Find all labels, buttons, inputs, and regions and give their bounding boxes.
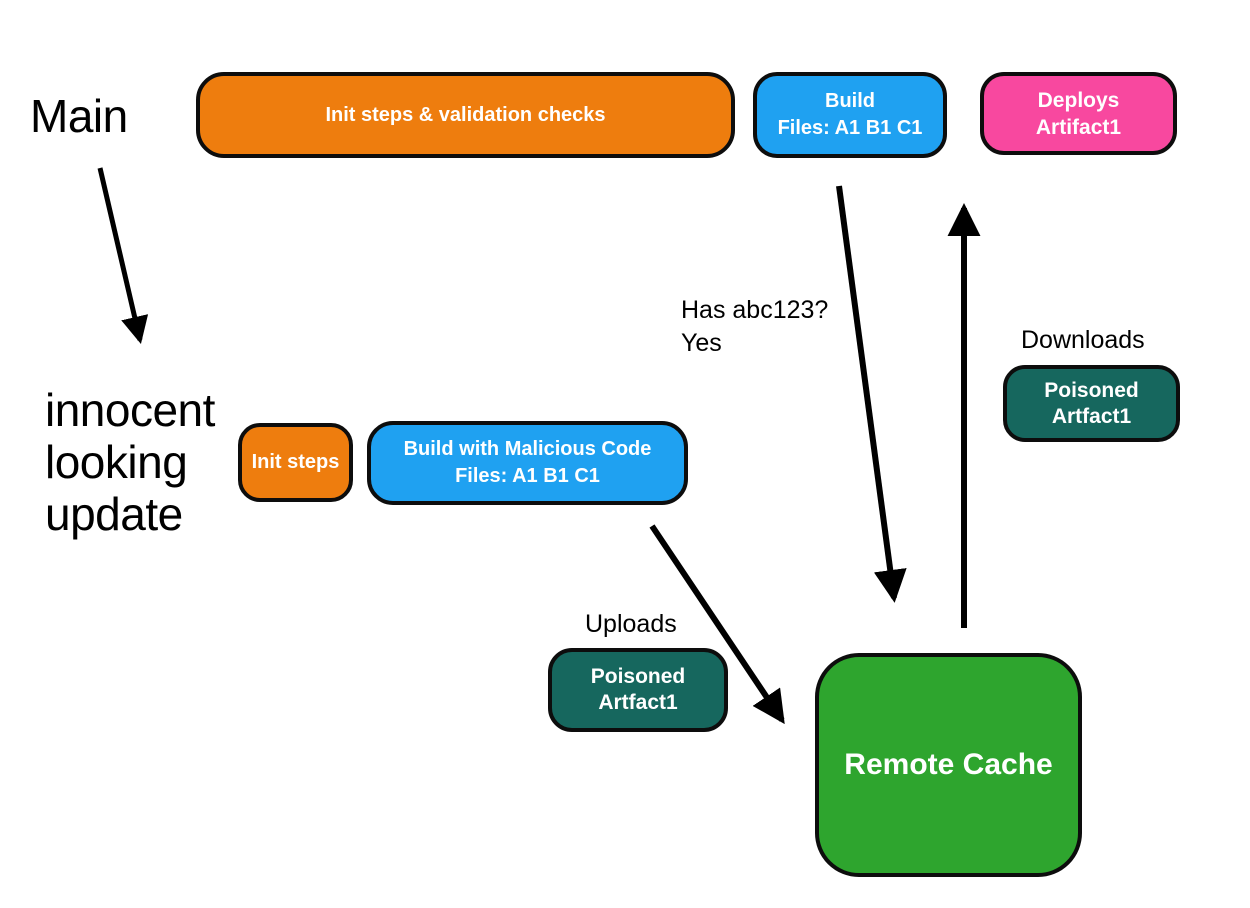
annotation-line: Has abc123?	[681, 296, 829, 324]
node-label: Deploys	[1037, 88, 1120, 112]
arrow-build-to-remote-cache	[836, 185, 907, 603]
annotation-downloads: Downloads	[1021, 326, 1145, 354]
node-label: Artifact1	[1035, 115, 1122, 139]
node-label: Build	[825, 90, 875, 112]
branch-label-main: Main	[30, 90, 128, 142]
node-init-steps-validation-checks: Init steps & validation checks	[196, 72, 735, 158]
node-label: Files: A1 B1 C1	[777, 117, 923, 139]
node-deploys-artifact1: Deploys Artifact1	[980, 72, 1177, 155]
node-remote-cache: Remote Cache	[815, 653, 1082, 877]
arrow-main-to-innocent-update	[97, 167, 149, 345]
branch-label-innocent-update: innocent looking update	[45, 384, 275, 540]
node-label: Poisoned	[590, 665, 686, 688]
node-poisoned-artifact-downloaded: Poisoned Artfact1	[1003, 365, 1180, 442]
node-label: Files: A1 B1 C1	[455, 465, 600, 487]
node-init-steps: Init steps	[238, 423, 353, 502]
branch-label-line: update	[45, 488, 183, 540]
node-build-main: Build Files: A1 B1 C1	[753, 72, 947, 158]
node-label: Build with Malicious Code	[403, 438, 652, 460]
branch-label-line: looking	[45, 436, 188, 488]
node-label: Artfact1	[598, 691, 678, 714]
node-label: Remote Cache	[844, 748, 1053, 781]
node-label: Init steps & validation checks	[325, 103, 606, 126]
annotation-uploads: Uploads	[585, 610, 677, 638]
annotation-has-abc123: Has abc123? Yes	[681, 294, 828, 360]
branch-label-line: innocent	[45, 384, 215, 436]
node-label: Poisoned	[1044, 378, 1139, 402]
node-label: Init steps	[251, 451, 340, 473]
node-label: Artfact1	[1051, 404, 1132, 428]
node-build-with-malicious-code: Build with Malicious Code Files: A1 B1 C…	[367, 421, 688, 505]
node-poisoned-artifact-uploaded: Poisoned Artfact1	[548, 648, 728, 732]
annotation-line: Yes	[681, 329, 722, 357]
